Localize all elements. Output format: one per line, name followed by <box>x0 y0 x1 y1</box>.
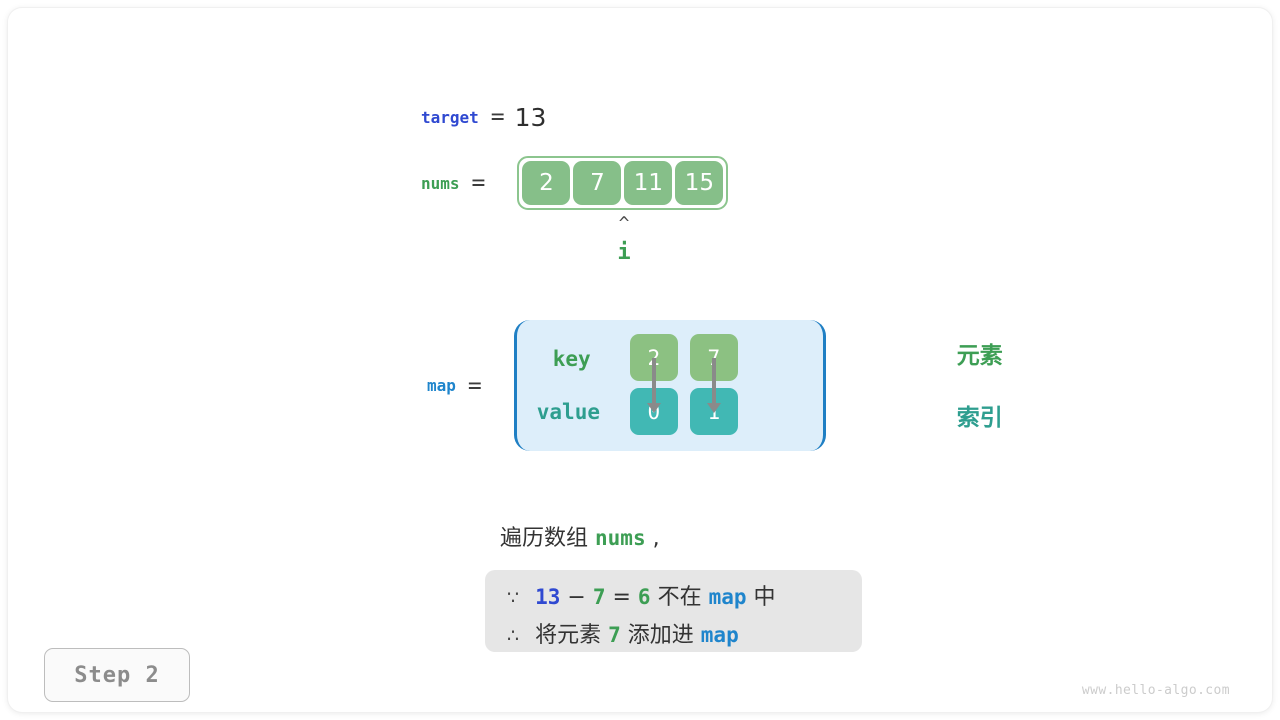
target-equals-sign: = <box>490 104 505 130</box>
narration-suffix: , <box>652 526 660 551</box>
target-variable-name: target <box>421 107 479 127</box>
watermark: www.hello-algo.com <box>1081 683 1230 698</box>
array-cell: 15 <box>675 161 724 205</box>
caret-icon: ^ <box>618 213 630 234</box>
narration-prefix: 遍历数组 <box>500 526 589 551</box>
note-verb-text: 添加进 <box>627 623 694 648</box>
map-equals-sign: = <box>467 372 482 399</box>
note-line-because: ∵ 13 − 7 = 6 不在 map 中 <box>507 579 862 617</box>
nums-row: nums = 2 7 11 15 <box>421 156 729 210</box>
element-label: 元素 <box>956 343 1003 369</box>
step-badge: Step 2 <box>44 648 190 702</box>
diagram-card: target = 13 nums = 2 7 11 15 ^ i map = k… <box>8 8 1272 712</box>
therefore-symbol-icon: ∴ <box>507 625 520 647</box>
because-symbol-icon: ∵ <box>507 587 520 609</box>
note-difference: 6 <box>637 585 651 609</box>
narration-array-name: nums <box>595 526 646 550</box>
nums-variable-name: nums <box>421 173 460 193</box>
map-value-row-label: value <box>536 400 600 424</box>
target-row: target = 13 <box>421 100 546 134</box>
index-pointer: ^ i <box>608 214 640 264</box>
step-badge-label: Step 2 <box>74 662 160 688</box>
note-map-name: map <box>708 585 747 609</box>
array-cell: 7 <box>573 161 622 205</box>
note-tail-text: 中 <box>753 585 776 610</box>
note-target-value: 13 <box>535 585 561 609</box>
note-minus-sign: − <box>567 585 586 610</box>
nums-equals-sign: = <box>471 170 486 196</box>
pointer-label: i <box>617 240 631 265</box>
map-row: map = key value 2 0 7 1 元素 索引 <box>427 320 1003 451</box>
map-key-row-label: key <box>552 347 591 371</box>
reasoning-note-box: ∵ 13 − 7 = 6 不在 map 中 ∴ 将元素 7 添加进 map <box>485 570 862 652</box>
map-side-labels: 元素 索引 <box>957 336 1047 432</box>
narration-line: 遍历数组 nums , <box>500 520 660 552</box>
note-map-name: map <box>700 623 739 647</box>
nums-array-frame: 2 7 11 15 <box>517 156 729 210</box>
index-label: 索引 <box>956 405 1003 431</box>
note-element-value: 7 <box>608 623 621 647</box>
map-container: key value 2 0 7 1 元素 索引 <box>513 320 1003 451</box>
map-entry: 2 0 <box>629 334 678 435</box>
note-current-value: 7 <box>592 585 606 609</box>
note-not-in-text: 不在 <box>657 585 702 610</box>
target-value: 13 <box>514 102 547 132</box>
map-variable-name: map <box>427 376 456 395</box>
key-to-value-arrow-icon <box>706 358 721 413</box>
map-entry: 7 1 <box>689 334 738 435</box>
array-cell: 2 <box>522 161 571 205</box>
note-action-text: 将元素 <box>535 623 602 648</box>
array-cell: 11 <box>624 161 673 205</box>
note-line-therefore: ∴ 将元素 7 添加进 map <box>507 617 862 655</box>
note-equals-sign: = <box>612 585 631 610</box>
key-to-value-arrow-icon <box>646 358 661 413</box>
